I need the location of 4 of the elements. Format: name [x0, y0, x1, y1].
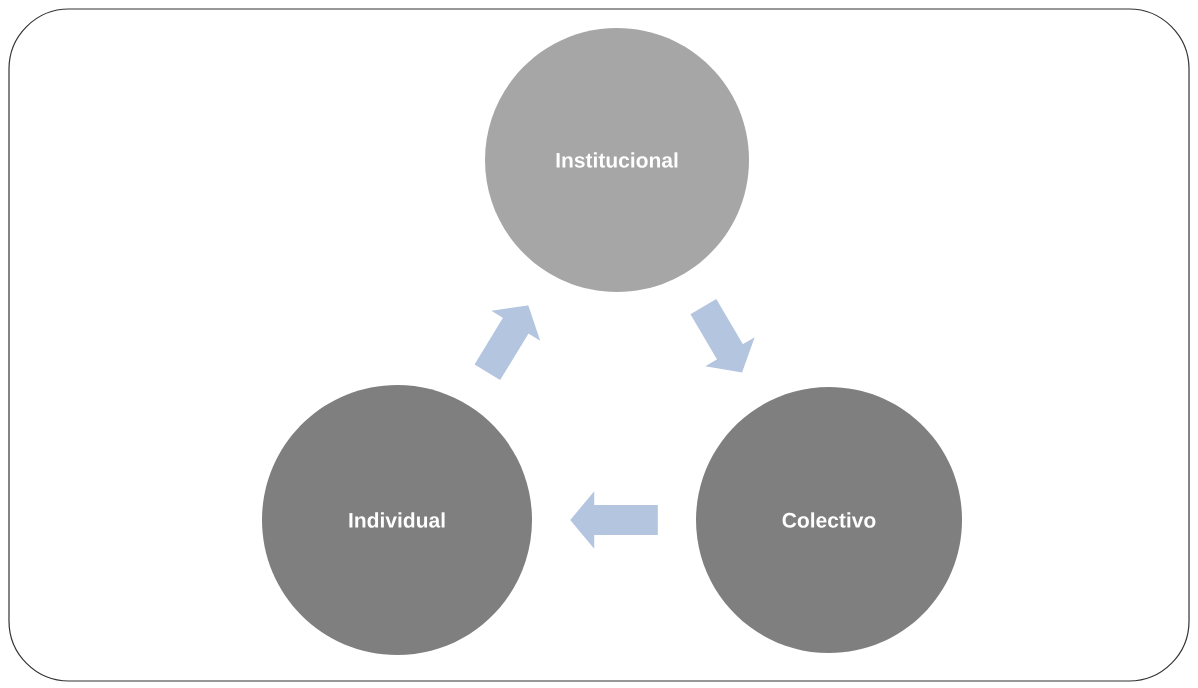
- block-arrow: [690, 299, 755, 373]
- circle-node: Individual: [262, 385, 532, 655]
- circle-node: Colectivo: [696, 387, 962, 653]
- circle-node: Institucional: [485, 28, 749, 292]
